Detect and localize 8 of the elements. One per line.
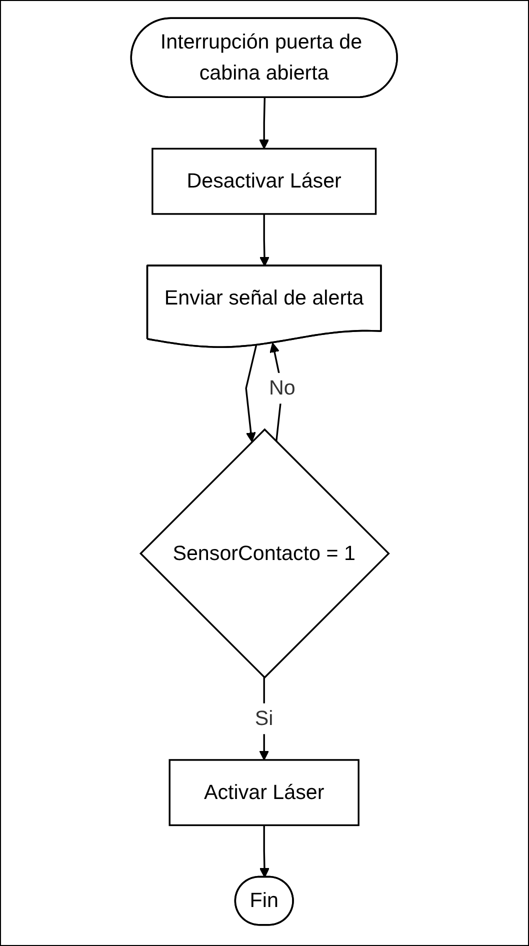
node-box: Desactivar Láser: [152, 148, 378, 215]
node-diamond: SensorContacto = 1: [140, 428, 390, 679]
node-box: Activar Láser: [169, 759, 360, 826]
arrow: [246, 345, 258, 442]
edge-label: No: [269, 376, 296, 400]
edge-label: Si: [255, 706, 274, 730]
arrow: [260, 825, 270, 878]
arrow: [259, 98, 270, 150]
